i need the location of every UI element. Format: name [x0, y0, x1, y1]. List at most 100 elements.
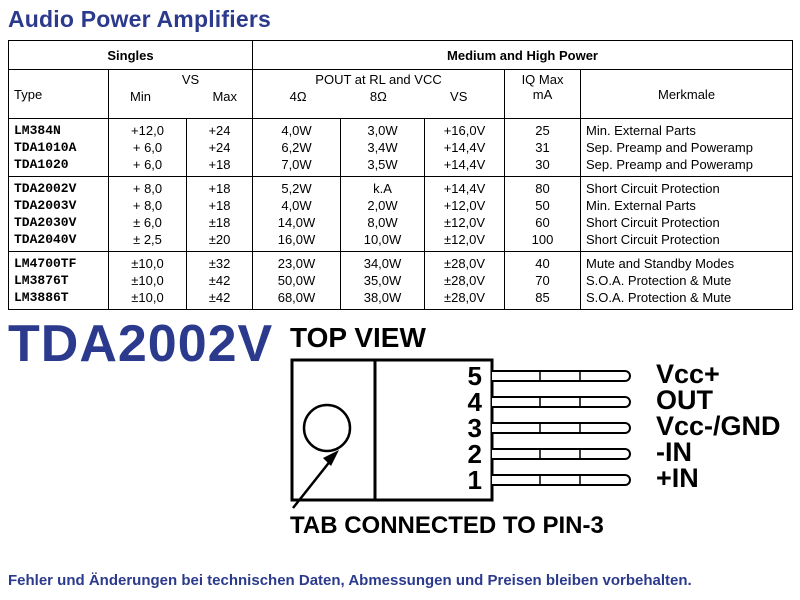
cell-types: LM384N — [14, 123, 61, 138]
cell-p8: 2,0W — [367, 198, 398, 213]
pin-number: 1 — [467, 465, 482, 495]
cell-vs: +14,4V — [443, 181, 486, 196]
pin-number: 4 — [467, 387, 482, 417]
col-min: +12,0+ 6,0+ 6,0 — [108, 118, 187, 177]
pin-label: -IN — [656, 437, 692, 467]
pin-lead — [492, 448, 631, 460]
col-max: +24 +24 +18 — [185, 118, 254, 177]
col-merk: Short Circuit Protection Min. External Pa… — [580, 176, 794, 252]
cell-vs: ±28,0V — [443, 256, 486, 271]
part-number: TDA2002V — [8, 315, 274, 373]
pin-label: +IN — [656, 463, 699, 493]
cell-min: + 6,0 — [132, 157, 163, 172]
amplifier-table: Singles Medium and High Power Type VS Mi… — [7, 40, 794, 310]
header-vs-label: VS — [181, 72, 200, 87]
cell-vs: +16,0V — [443, 123, 486, 138]
header-vs2: VS — [450, 89, 468, 104]
header-pout-label: POUT at RL and VCC — [315, 72, 442, 87]
cell-p4: 23,0W — [277, 256, 316, 271]
cell-merk: Sep. Preamp and Poweramp — [586, 157, 753, 172]
cell-p8: 3,5W — [367, 157, 398, 172]
cell-max: +18 — [208, 157, 231, 172]
cell-types: TDA2003V — [14, 198, 77, 213]
cell-p4: 50,0W — [277, 273, 316, 288]
cell-vs: ±28,0V — [443, 290, 486, 305]
cell-merk: Short Circuit Protection — [586, 215, 720, 230]
cell-iq: 100 — [531, 232, 554, 247]
cell-min: ±10,0 — [131, 256, 164, 271]
cell-types: TDA2030V — [14, 215, 77, 230]
header-merkmale: Merkmale — [580, 69, 794, 119]
tab-note: TAB CONNECTED TO PIN-3 — [290, 512, 604, 539]
cell-min: ±10,0 — [131, 273, 164, 288]
pin-label: Vcc+ — [656, 359, 720, 389]
cell-iq: 80 — [535, 181, 550, 196]
header-max: Max — [212, 89, 238, 104]
cell-p4: 68,0W — [277, 290, 316, 305]
cell-p4: 14,0W — [277, 215, 316, 230]
package-diagram — [290, 358, 631, 509]
header-min: Min — [130, 89, 151, 104]
cell-p8: 34,0W — [363, 256, 402, 271]
cell-min: ± 6,0 — [133, 215, 162, 230]
cell-p4: 6,2W — [281, 140, 312, 155]
group-header-medium-high: Medium and High Power — [252, 40, 794, 70]
cell-vs: ±12,0V — [443, 215, 486, 230]
col-min: + 8,0+ 8,0± 6,0± 2,5 — [108, 176, 187, 252]
mounting-hole — [302, 403, 352, 453]
pin-number: 3 — [467, 413, 482, 443]
pin-lead — [492, 474, 631, 486]
cell-merk: S.O.A. Protection & Mute — [586, 273, 732, 288]
cell-iq: 60 — [535, 215, 550, 230]
cell-types: TDA2002V — [14, 181, 77, 196]
cell-p4: 4,0W — [281, 198, 312, 213]
cell-types: TDA1010A — [14, 140, 77, 155]
cell-vs: +14,4V — [443, 140, 486, 155]
header-4ohm: 4Ω — [289, 89, 307, 104]
cell-max: +24 — [208, 123, 231, 138]
pin-leads — [492, 370, 631, 486]
cell-iq: 50 — [535, 198, 550, 213]
cell-min: ± 2,5 — [133, 232, 162, 247]
col-vs: +14,4V+12,0V±12,0V±12,0V — [424, 176, 506, 252]
cell-p8: 8,0W — [367, 215, 398, 230]
col-max: +18+18±18±20 — [185, 176, 254, 252]
header-iq-unit: mA — [532, 87, 553, 102]
cell-p8: 10,0W — [363, 232, 402, 247]
pin-label: Vcc-/GND — [656, 411, 781, 441]
col-max: ±32±42±42 — [185, 251, 254, 310]
pin-lead — [492, 396, 631, 408]
cell-min: +12,0 — [131, 123, 164, 138]
group-header-singles: Singles — [7, 40, 254, 70]
cell-p8: 38,0W — [363, 290, 402, 305]
cell-types: LM3876T — [14, 273, 69, 288]
cell-max: ±42 — [208, 273, 231, 288]
col-p4: 5,2W 4,0W 14,0W 16,0W — [252, 176, 342, 252]
col-iq: 80 50 60 100 — [504, 176, 582, 252]
cell-min: + 8,0 — [132, 198, 163, 213]
pin-lead — [492, 370, 631, 382]
top-view-label: TOP VIEW — [290, 322, 426, 353]
header-pout: POUT at RL and VCC 4Ω 8Ω VS — [252, 69, 506, 119]
header-iq-label: IQ Max — [521, 72, 564, 87]
col-min: ±10,0 ±10,0 ±10,0 — [108, 251, 187, 310]
cell-iq: 40 — [535, 256, 550, 271]
cell-p8: k.A — [373, 181, 392, 196]
cell-p4: 16,0W — [277, 232, 316, 247]
cell-merk: Min. External Parts — [586, 123, 696, 138]
cell-min: ±10,0 — [131, 290, 164, 305]
cell-p4: 5,2W — [281, 181, 312, 196]
cell-max: +24 — [208, 140, 231, 155]
cell-merk: Sep. Preamp and Poweramp — [586, 140, 753, 155]
cell-types: LM3886T — [14, 290, 69, 305]
cell-merk: Min. External Parts — [586, 198, 696, 213]
header-iq: IQ Max mA — [504, 69, 582, 119]
